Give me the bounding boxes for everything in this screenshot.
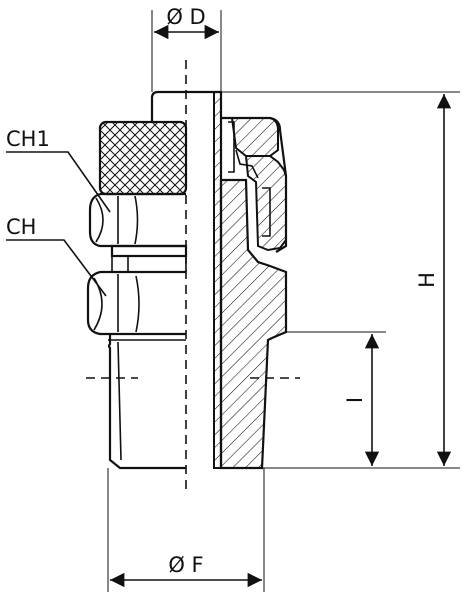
tube-outline: [150, 90, 221, 122]
label-i: I: [343, 397, 367, 403]
thread-body-left: [107, 334, 186, 470]
neck-upper: [110, 244, 188, 272]
knurled-nut: [98, 120, 188, 196]
dimension-i: I: [286, 331, 386, 466]
dimension-f: Ø F: [107, 468, 265, 592]
label-od: Ø D: [166, 5, 205, 29]
section-view: [213, 91, 288, 470]
label-h: H: [415, 272, 439, 288]
label-ch1: CH1: [6, 127, 50, 151]
hex-nut-ch1: [88, 192, 186, 248]
dimension-d: Ø D: [151, 5, 222, 92]
label-ch: CH: [6, 215, 36, 239]
dimension-h: H: [221, 91, 460, 469]
label-of: Ø F: [168, 553, 203, 577]
leader-ch: CH: [6, 215, 107, 297]
hex-nut-ch: [86, 270, 186, 336]
leader-ch1: CH1: [6, 127, 111, 213]
